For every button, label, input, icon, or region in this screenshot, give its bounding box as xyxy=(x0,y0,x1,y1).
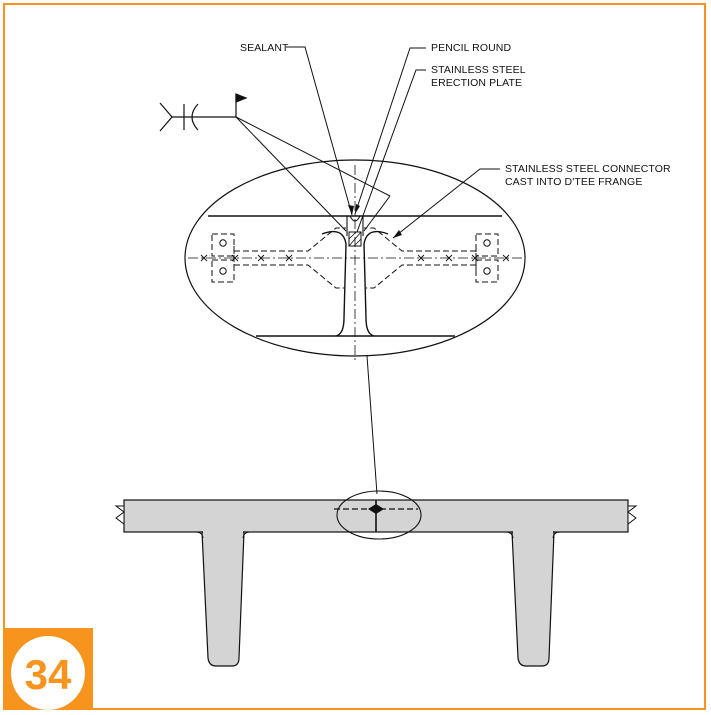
detail-enlargement xyxy=(184,159,526,360)
right-connector-markers xyxy=(417,254,510,262)
erection-plate-label-line1: STAINLESS STEEL xyxy=(431,64,526,76)
page-number-badge: 34 xyxy=(5,628,93,710)
erection-plate-label-line2: ERECTION PLATE xyxy=(431,77,522,89)
weld-symbol xyxy=(159,93,248,132)
callout-arrowheads xyxy=(348,204,402,238)
left-stem xyxy=(201,531,245,667)
detail-ellipse xyxy=(184,159,526,357)
page-number-circle: 34 xyxy=(11,636,85,710)
section-callout-ellipse xyxy=(336,490,422,540)
sealant-label: SEALANT xyxy=(240,42,289,54)
pencil-round-label: PENCIL ROUND xyxy=(431,42,511,54)
double-tee-section xyxy=(114,490,638,667)
connector-label-line2: CAST INTO D'TEE FRANGE xyxy=(505,176,642,188)
weld-leaders xyxy=(235,116,391,232)
connector-label-line1: STAINLESS STEEL CONNECTOR xyxy=(505,163,671,175)
enlargement-leader xyxy=(366,355,378,495)
right-connector xyxy=(364,227,499,289)
left-connector-markers xyxy=(200,254,293,262)
right-stem xyxy=(511,531,555,667)
drawing-frame xyxy=(3,3,706,710)
left-connector xyxy=(211,227,346,289)
page-number: 34 xyxy=(24,651,72,698)
callout-leaders xyxy=(286,46,500,239)
